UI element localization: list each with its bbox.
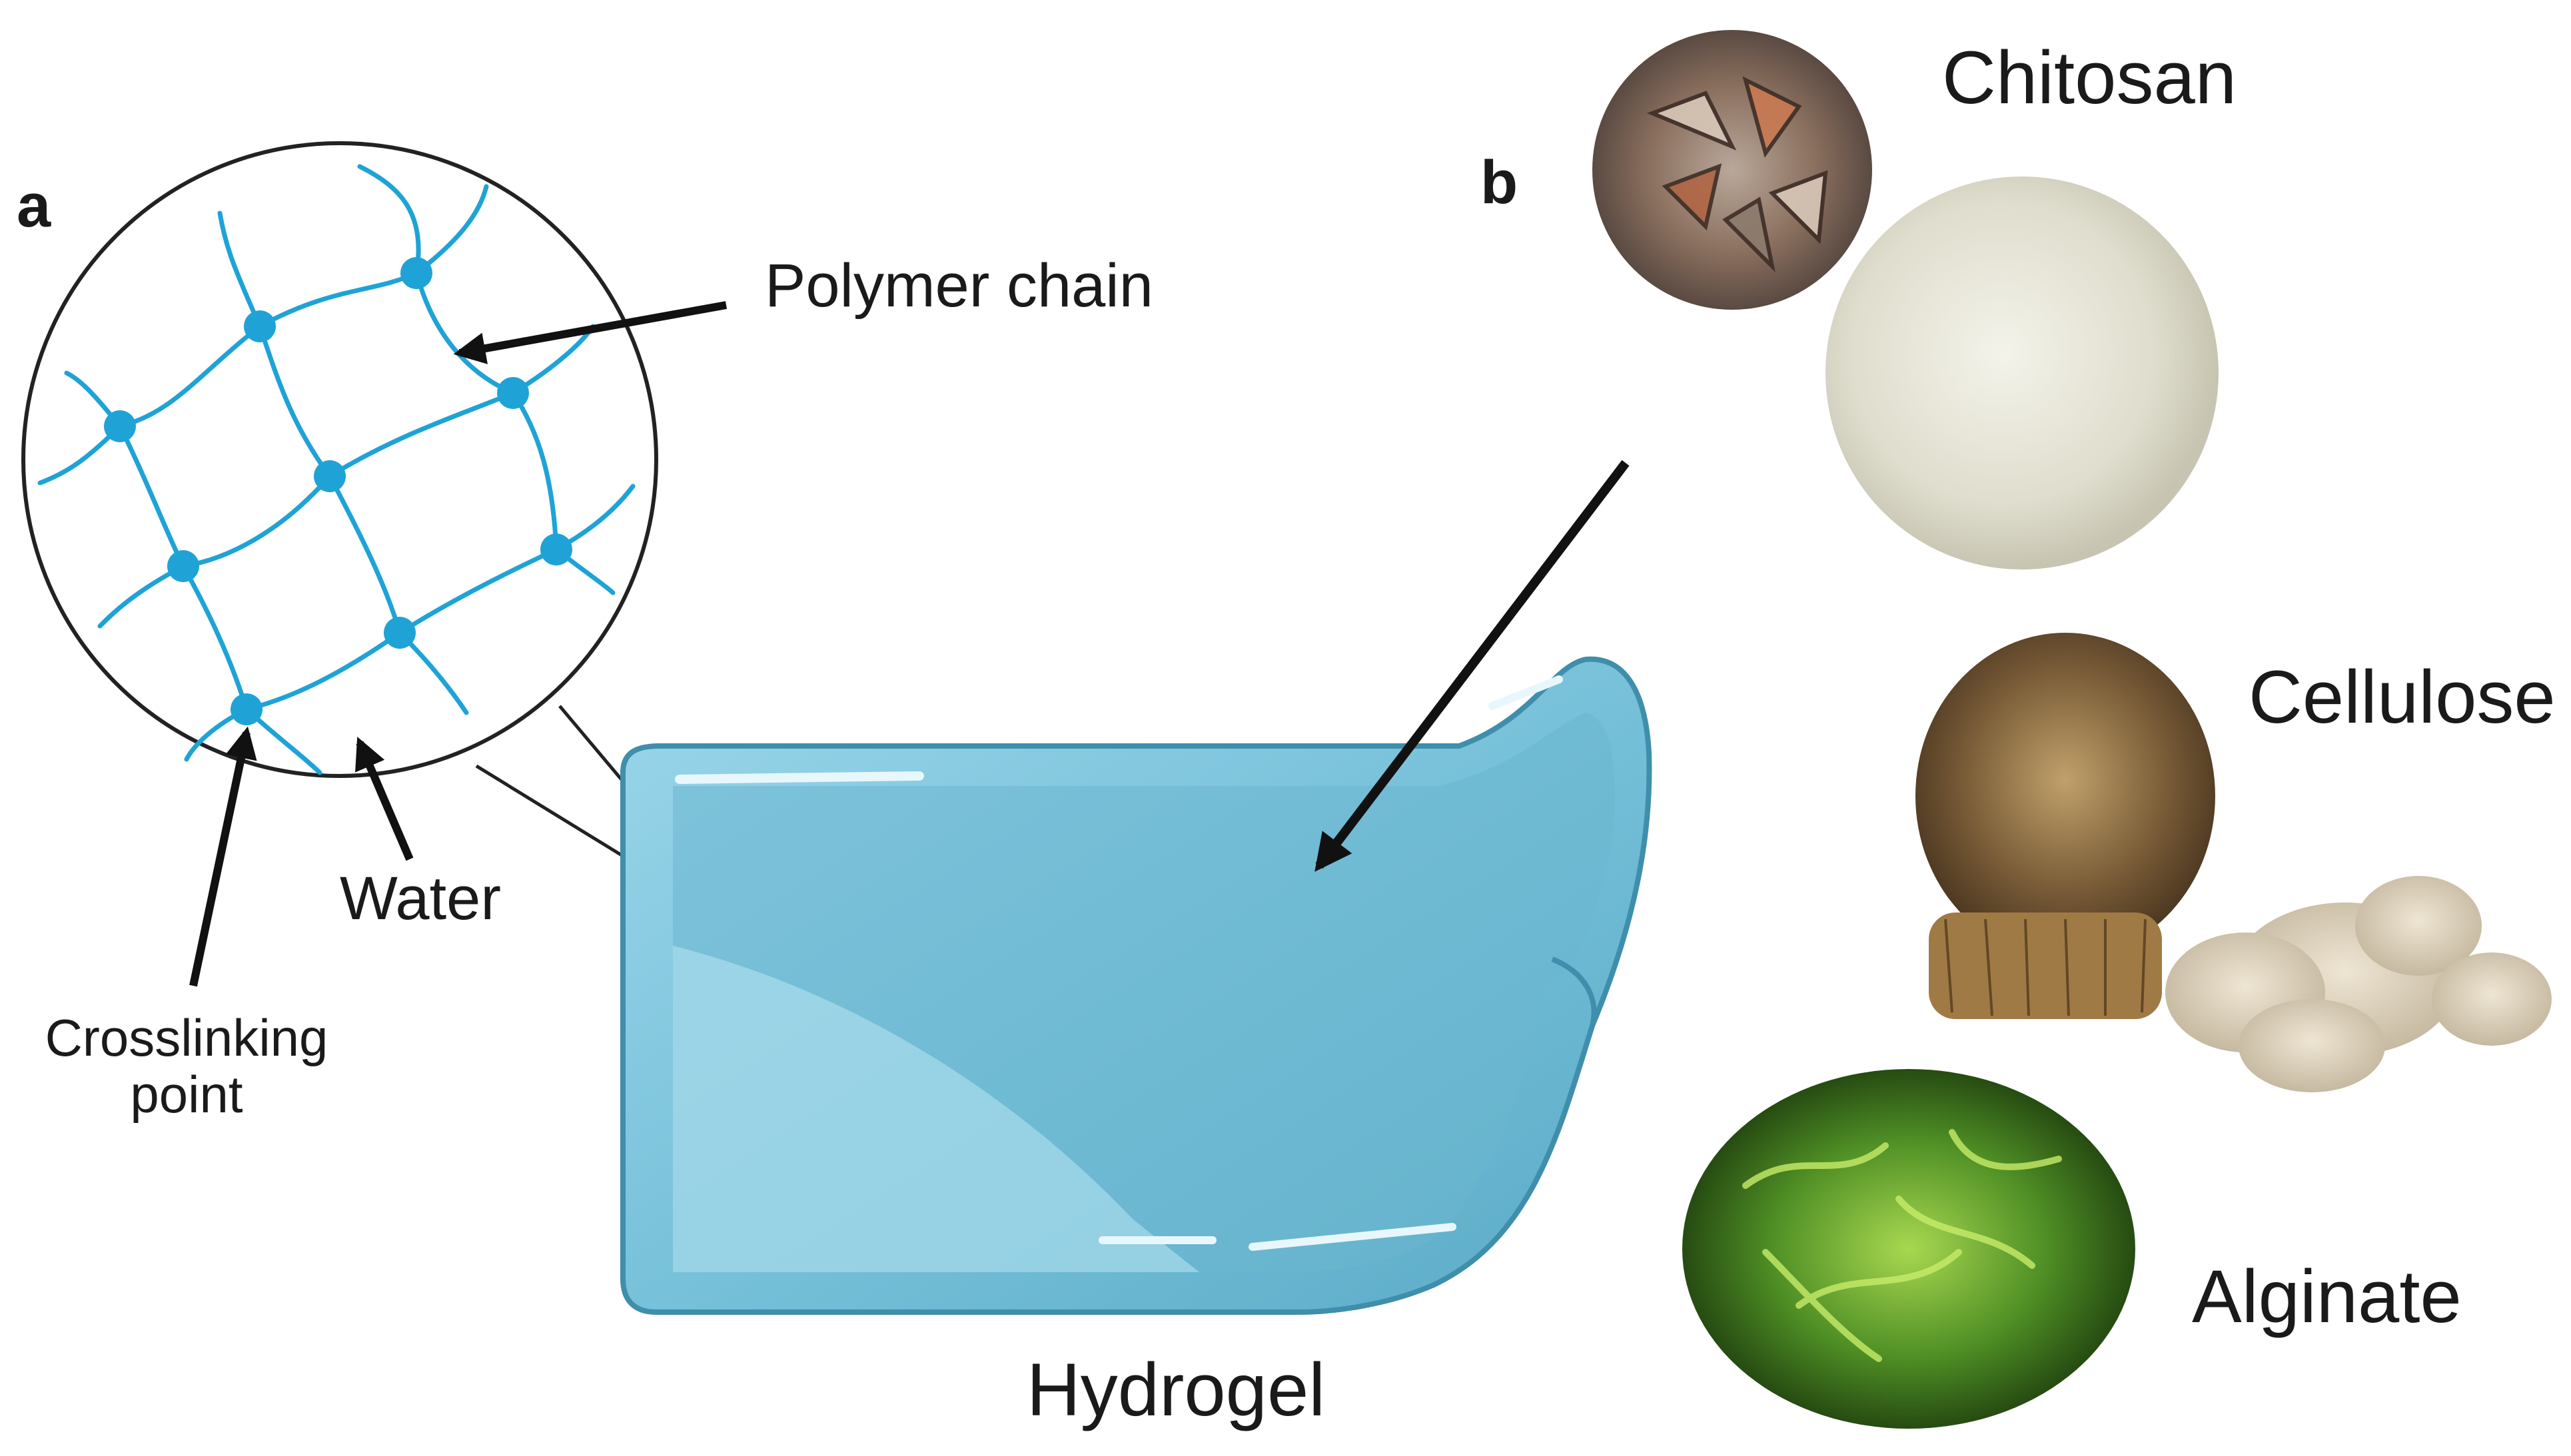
polymer-network xyxy=(37,164,636,775)
crosslinking-label-line2: point xyxy=(130,1065,243,1124)
source-to-hydrogel-arrow xyxy=(1314,460,1630,872)
cellulose-fiber-image xyxy=(1915,633,2215,1019)
polymer-chain-label: Polymer chain xyxy=(765,252,1153,320)
water-label: Water xyxy=(340,865,501,932)
network-zoom-circle xyxy=(21,141,658,778)
chitin-shell-flakes-image xyxy=(1592,30,1872,310)
crosslinking-points xyxy=(104,257,572,725)
annotation-arrows-a xyxy=(189,301,728,987)
chitosan-label: Chitosan xyxy=(1942,36,2237,119)
cellulose-pulp-image xyxy=(2165,876,2552,1092)
panel-label-b: b xyxy=(1480,149,1518,216)
crosslinking-arrow xyxy=(189,726,257,987)
water-arrow xyxy=(355,737,414,861)
polymer-chain-arrow xyxy=(453,301,728,364)
alginate-label: Alginate xyxy=(2192,1255,2462,1338)
cellulose-label: Cellulose xyxy=(2249,655,2556,739)
hydrogel-slab xyxy=(620,656,1652,1315)
crosslinking-label-line1: Crosslinking xyxy=(45,1008,328,1067)
panel-label-a: a xyxy=(17,172,51,240)
chitosan-powder-image xyxy=(1825,177,2219,569)
hydrogel-label: Hydrogel xyxy=(1027,1348,1325,1431)
alginate-seaweed-image xyxy=(1682,1069,2135,1429)
